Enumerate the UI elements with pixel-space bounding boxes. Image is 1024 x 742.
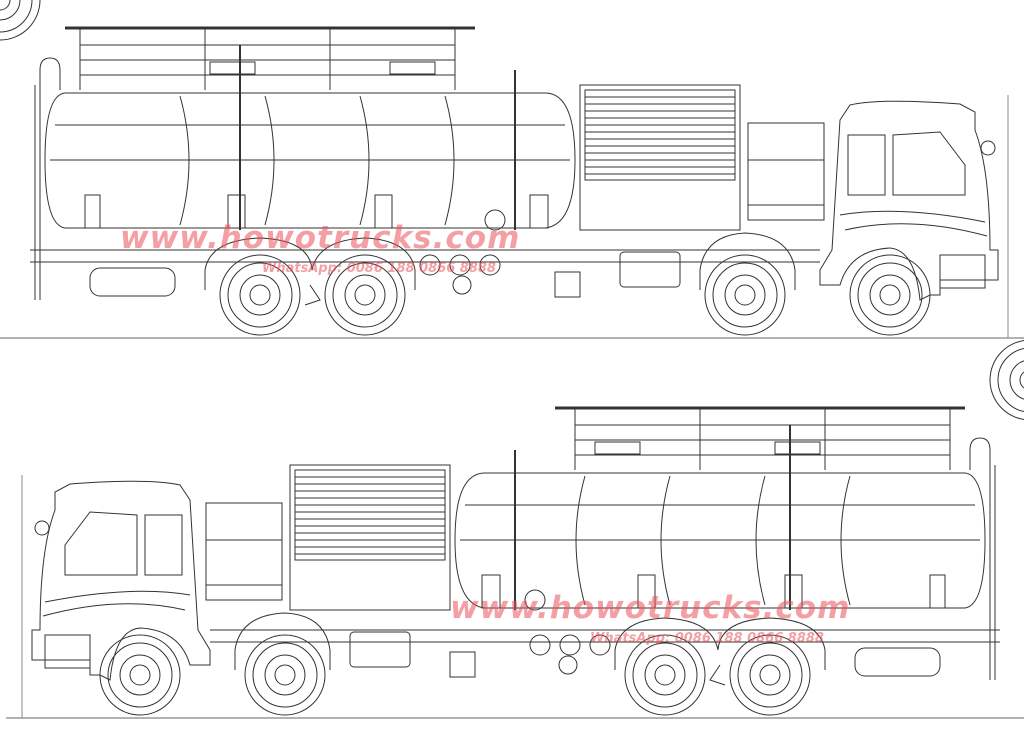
watermark-whatsapp-top: WhatsApp: 0086 188 0866 8888 (262, 261, 496, 276)
watermark-url-bottom: www.howotrucks.com (450, 590, 851, 626)
watermark-whatsapp-bottom: WhatsApp: 0086 188 0866 8888 (590, 631, 824, 646)
truck-side-view-top (0, 0, 1024, 338)
truck-side-view-bottom (6, 340, 1024, 718)
watermark-url-top: www.howotrucks.com (120, 220, 521, 256)
